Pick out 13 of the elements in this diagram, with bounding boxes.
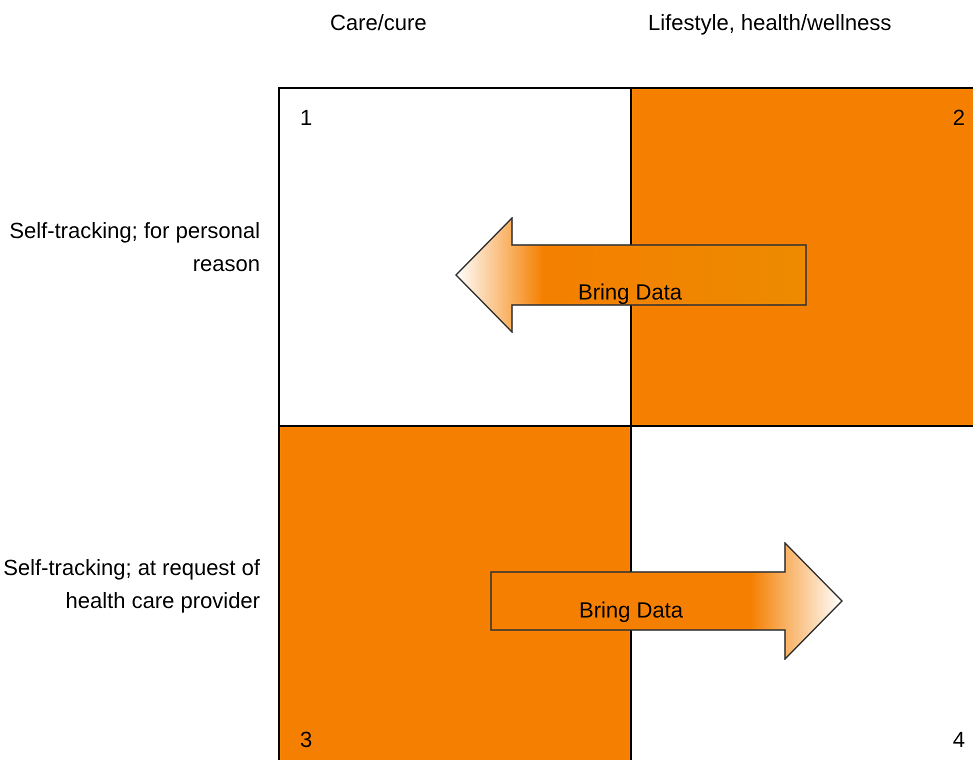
- axis-label: Self-tracking; for personal reason: [8, 217, 260, 278]
- quadrant-box: [278, 87, 630, 425]
- axis-label: Care/cure: [330, 9, 428, 37]
- quadrant-box: [278, 425, 630, 760]
- arrow-label: Bring Data: [579, 596, 683, 624]
- quadrant-number: 2: [952, 104, 965, 132]
- axis-label: Lifestyle, health/wellness: [648, 9, 892, 37]
- arrow-label: Bring Data: [578, 278, 682, 306]
- quadrant-number: 4: [952, 726, 965, 754]
- quadrant-number: 1: [300, 104, 312, 132]
- axis-label: Self-tracking; at request of health care provider: [2, 554, 260, 615]
- quadrant-number: 3: [300, 726, 312, 754]
- quadrant-box: [630, 87, 973, 425]
